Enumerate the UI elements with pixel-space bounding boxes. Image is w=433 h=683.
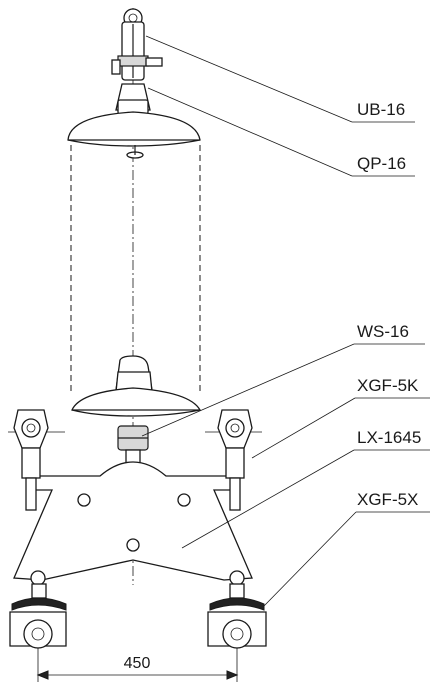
xgf5x-clamp-right	[207, 570, 267, 649]
xgf5k-clamp-right	[205, 409, 262, 511]
leader-qp16	[147, 87, 415, 177]
xgf5x-clamp-left	[9, 570, 67, 649]
qp16-socket	[115, 83, 151, 115]
lx1645-yoke-plate	[13, 461, 253, 581]
dimension-value: 450	[124, 655, 151, 672]
label-xgf5k: XGF-5K	[357, 376, 419, 395]
label-ub16: UB-16	[357, 100, 405, 119]
label-qp16: QP-16	[357, 154, 406, 173]
label-xgf5x: XGF-5X	[357, 490, 418, 509]
leader-xgf5k	[251, 397, 430, 459]
leader-ub16	[145, 35, 415, 123]
leader-lx1645	[181, 449, 430, 549]
label-ws16: WS-16	[357, 322, 409, 341]
insulator-disc-top	[67, 111, 201, 159]
label-lx1645: LX-1645	[357, 428, 421, 447]
insulator-disc-bottom	[71, 355, 202, 417]
leader-xgf5x	[263, 511, 430, 607]
ub16-clevis	[111, 8, 163, 81]
xgf5k-clamp-left	[8, 409, 65, 511]
dimension-line	[36, 648, 239, 682]
leader-ws16	[141, 343, 425, 437]
